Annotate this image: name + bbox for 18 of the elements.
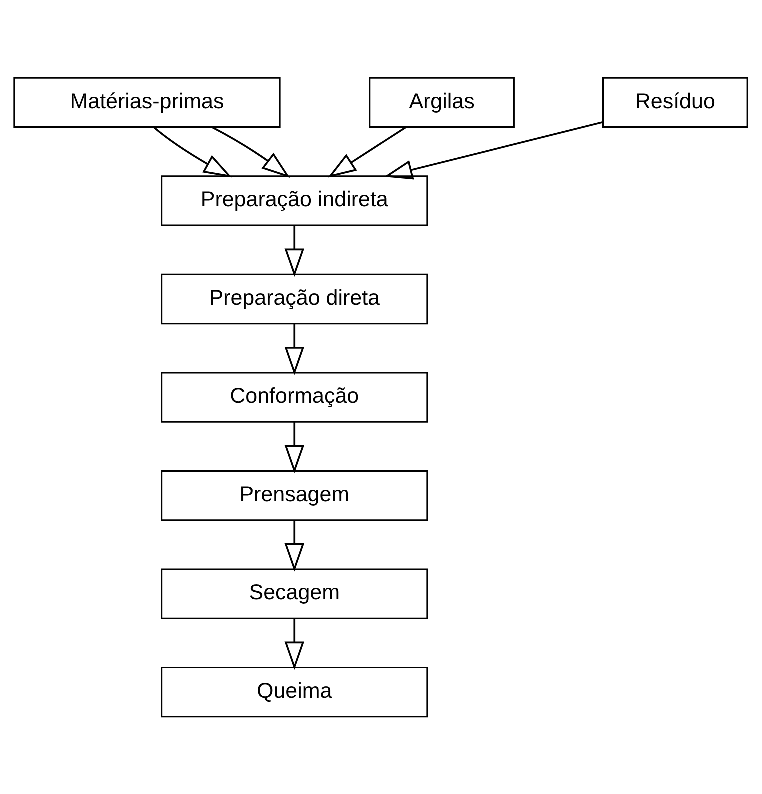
node-box: Resíduo <box>602 76 748 128</box>
node-box: Secagem <box>161 568 428 619</box>
node-box: Preparação indireta <box>161 175 428 226</box>
arrow <box>284 225 305 276</box>
node-box: Argilas <box>369 76 515 128</box>
arrow <box>384 120 604 180</box>
arrow <box>153 126 232 178</box>
node-box: Prensagem <box>161 470 428 521</box>
arrow <box>284 323 305 375</box>
arrow <box>328 126 407 178</box>
node-box: Preparação direta <box>161 273 428 324</box>
arrow <box>284 618 305 670</box>
node-box: Conformação <box>161 372 428 422</box>
arrow <box>284 422 305 474</box>
arrow <box>284 520 305 572</box>
arrow <box>212 126 290 178</box>
node-box: Matérias-primas <box>14 76 281 128</box>
node-box: Queima <box>161 666 428 718</box>
